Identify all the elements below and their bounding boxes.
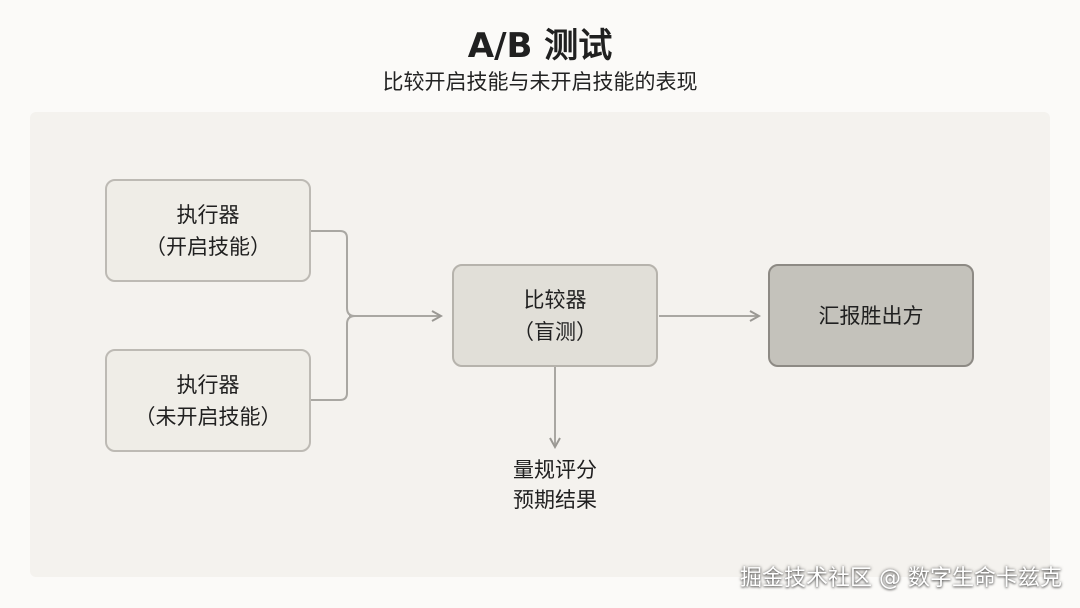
comparator-line2: （盲测） [513, 319, 597, 344]
comparator-line1: 比较器 [523, 287, 587, 312]
connector-executor-on [310, 230, 356, 317]
scoring-note: 量规评分 预期结果 [480, 455, 630, 515]
connector-executor-off [310, 315, 356, 401]
watermark: 掘金技术社区 @ 数字生命卡兹克 [740, 566, 1062, 591]
executor-with-skill-line2: （开启技能） [145, 234, 271, 259]
executor-without-skill-line1: 执行器 [176, 372, 240, 397]
scoring-note-line2: 预期结果 [513, 488, 597, 512]
scoring-note-line1: 量规评分 [513, 458, 597, 482]
executor-with-skill-line1: 执行器 [176, 202, 240, 227]
executor-with-skill-box: 执行器 （开启技能） [105, 179, 311, 282]
executor-without-skill-box: 执行器 （未开启技能） [105, 349, 311, 452]
diagram-title: A/B 测试 [467, 26, 613, 66]
comparator-box: 比较器 （盲测） [452, 264, 658, 367]
executor-without-skill-line2: （未开启技能） [134, 404, 282, 429]
report-winner-box: 汇报胜出方 [768, 264, 974, 367]
diagram-subtitle: 比较开启技能与未开启技能的表现 [382, 70, 698, 94]
report-winner-label: 汇报胜出方 [818, 303, 924, 328]
